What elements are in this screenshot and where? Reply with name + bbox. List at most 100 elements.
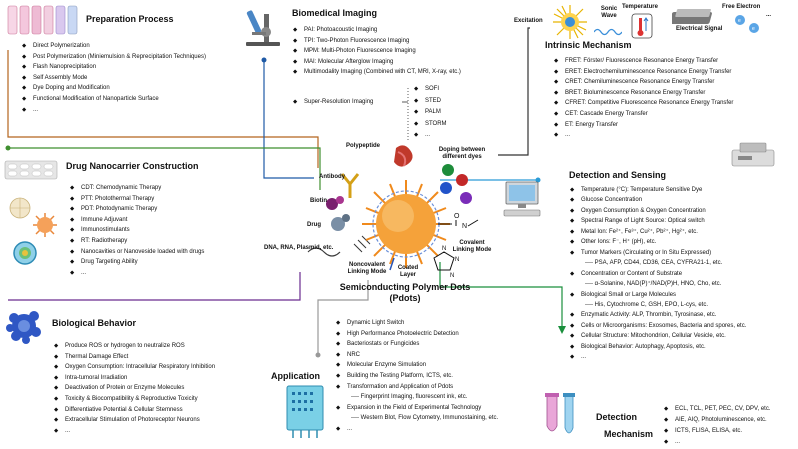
excitation-label: Excitation [514,18,543,24]
list-item: ... [664,437,770,448]
drug-label: Drug [307,222,321,228]
electrical-signal-label: Electrical Signal [676,26,723,32]
list-item: MAI: Molecular Afterglow Imaging [293,57,461,68]
detection-title: Detection and Sensing [569,170,667,180]
application-list: Dynamic Light Switch High Performance Ph… [336,318,498,435]
list-item: ... [70,268,204,279]
biological-connector [8,272,301,301]
sample-vials-icon [6,4,82,43]
antibody-icon [340,173,360,198]
doping-label: Doping between different dyes [438,147,486,160]
list-item: Dye Doping and Modification [22,83,206,94]
list-item: AIE, AIQ, Photoluminescence, etc. [664,415,770,426]
list-item: PALM [414,107,447,119]
list-item: Flash Nanoprecipitation [22,62,206,73]
list-item: BRET: Bioluminescence Resonance Energy T… [554,88,733,99]
list-sub-item: ---- Fingerprint Imaging, fluorescent in… [351,394,468,401]
list-item: Cells or Microorganisms: Exosomes, Bacte… [570,321,746,332]
pdot-core [362,180,450,268]
biomedical-list: PAI: Photoacoustic Imaging TPI: Two-Phot… [293,25,461,78]
list-item: STED [414,96,447,108]
mechanism-arrowhead [558,326,566,334]
biotin-label: Biotin [310,198,327,204]
svg-text:O: O [454,213,460,220]
list-item: Immune Adjuvant [70,215,204,226]
application-title: Application [271,371,320,381]
list-item: Deactivation of Protein or Enzyme Molecu… [54,383,215,394]
list-item: Spectral Range of Light Source: Optical … [570,216,746,227]
pdots-title-line2: (Pdots) [389,293,421,303]
pdots-title-line1: Semiconducting Polymer Dots [339,282,471,292]
biomedical-connector [263,60,314,179]
test-chip-icon [284,384,326,445]
spectrometer-icon [730,140,776,175]
list-item: Extracellular Stimulation of Photorecept… [54,415,215,426]
detection-list: Temperature (°C): Temperature Sensitive … [570,185,746,363]
list-item: ... [336,424,498,435]
covalent-label: Covalent Linking Mode [452,240,492,253]
svg-text:e: e [738,18,741,24]
drug-connector-dot [5,145,11,151]
list-item: ... [554,130,733,141]
list-item: ERET: Electrochemiluminescence Resonance… [554,67,733,78]
list-item: Building the Testing Platform, ICTS, etc… [336,371,498,382]
list-item: PAI: Photoacoustic Imaging [293,25,461,36]
mechanism-connector [439,262,563,330]
antibody-label: Antibody [319,174,345,180]
list-item: ICTS, FLISA, ELISA, etc. [664,426,770,437]
list-sub-item: ---- α-Solanine, NAD(P)⁺/NAD(P)H, HNO, C… [585,281,722,288]
list-item: Biological Small or Large Molecules [570,290,746,301]
pill-blister-icon [4,158,58,187]
list-item: Tumor Markers (Circulating or In Situ Ex… [570,248,746,259]
electron-icon: e e [732,12,762,39]
drug-list: CDT: Chemodynamic Therapy PTT: Photother… [70,183,204,278]
mechanism-list: ECL, TCL, PET, PEC, CV, DPV, etc. AIE, A… [664,404,770,448]
list-item: ET: Energy Transfer [554,120,733,131]
list-sub-item: ---- PSA, AFP, CD44, CD36, CEA, CYFRA21-… [585,260,723,267]
intrinsic-list: FRET: Förster/ Fluorescence Resonance En… [554,56,733,141]
microscope-icon [242,2,286,53]
intrinsic-title: Intrinsic Mechanism [545,40,632,50]
list-item: NRC [336,350,498,361]
biomedical-title: Biomedical Imaging [292,8,378,18]
list-item: Intra-tumoral Irradiation [54,373,215,384]
list-item: Bacteriostats or Fungicides [336,339,498,350]
sonic-wave-label: Sonic Wave [600,6,618,19]
drug-molecule-icon [331,214,350,231]
list-item: RT: Radiotherapy [70,236,204,247]
list-item: ... [54,426,215,437]
svg-text:e: e [752,26,755,32]
dye-dots-icon [440,164,472,204]
list-item: Molecular Enzyme Simulation [336,360,498,371]
list-item: CDT: Chemodynamic Therapy [70,183,204,194]
cell-icon [4,306,44,351]
list-item: Cellular Structure: Mitochondrion, Cellu… [570,331,746,342]
list-sub-item: ---- Western Blot, Flow Cytometry, Immun… [351,415,499,422]
polypeptide-label: Polypeptide [346,143,381,149]
svg-text:N: N [442,246,446,252]
list-item: Differentiative Potential & Cellular Ste… [54,405,215,416]
list-item: ... [414,130,447,142]
mechanism-title-line2: Mechanism [604,429,654,439]
list-item: Functional Modification of Nanoparticle … [22,94,206,105]
nanoparticle-icon [32,212,58,243]
super-resolution-label: ◆Super-Resolution Imaging [293,99,374,105]
thermometer-icon [630,13,654,44]
detection-connector-dot [535,177,541,183]
list-item: Drug Targeting Ability [70,257,204,268]
application-connector-dot [315,352,321,358]
drug-title: Drug Nanocarrier Construction [66,161,199,171]
application-connector [317,280,369,355]
pdots-title: Semiconducting Polymer Dots (Pdots) [320,282,490,304]
free-electron-label: Free Electron [722,4,761,10]
list-item: CET: Cascade Energy Transfer [554,109,733,120]
biomedical-connector-dot [261,57,267,63]
dna-label: DNA, RNA, Plasmid, etc. [264,245,334,251]
list-item: Oxygen Consumption: Intracellular Respir… [54,362,215,373]
list-item: ... [570,352,746,363]
list-item: Metal Ion: Fe²⁺, Fe³⁺, Cu²⁺, Pb²⁺, Hg²⁺,… [570,227,746,238]
svg-text:N: N [450,273,454,279]
super-resolution-list: SOFI STED PALM STORM ... [414,84,447,142]
list-item: Multimodality Imaging (Combined with CT,… [293,67,461,78]
